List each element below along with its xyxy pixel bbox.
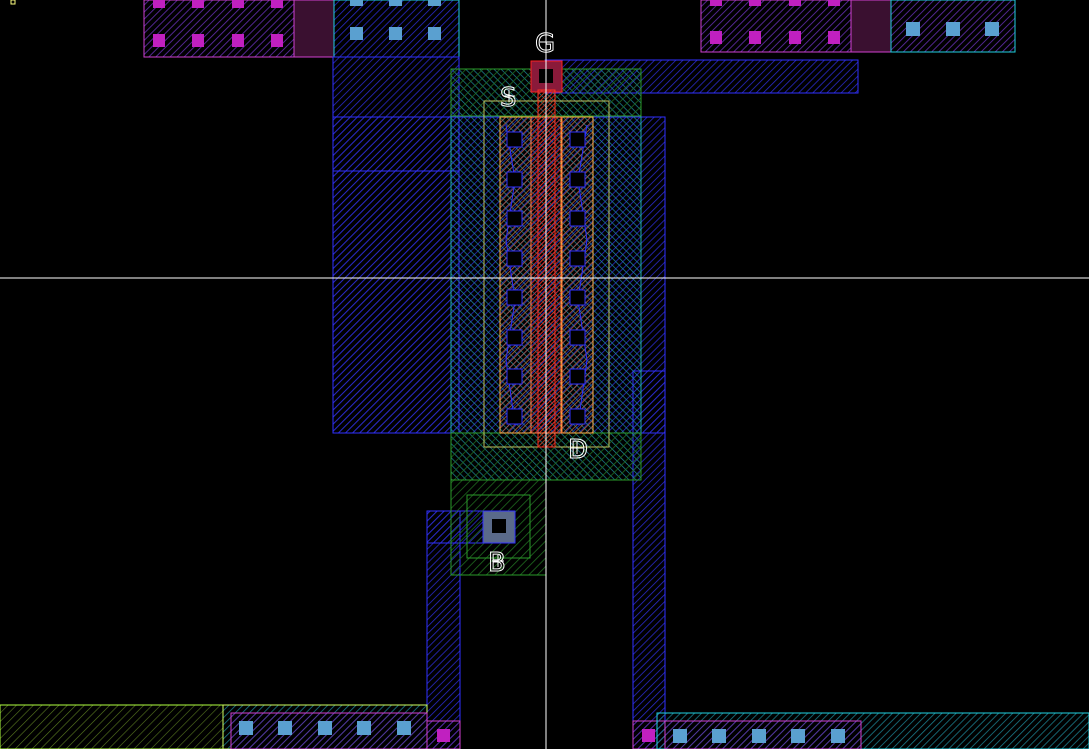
diffusion[interactable] [499, 116, 594, 434]
bulk-pin-label[interactable]: B [488, 548, 507, 579]
drain-pin-label[interactable]: D [568, 435, 589, 466]
bulk-tap[interactable] [466, 494, 531, 559]
top-left-vias [153, 0, 283, 47]
top-left-cell[interactable] [143, 0, 460, 58]
top-left-contacts [350, 0, 441, 40]
gate-pin-label[interactable]: G [535, 29, 556, 60]
top-right-contacts [906, 22, 999, 36]
bottom-left-cell[interactable] [0, 704, 461, 749]
pin-markers [492, 36, 583, 567]
bottom-right-contacts [673, 729, 845, 743]
corner-marker-icon [10, 0, 16, 5]
top-right-vias [710, 0, 840, 44]
bottom-left-contacts [239, 721, 411, 735]
drain-contacts [569, 131, 586, 425]
source-pin-label[interactable]: S [500, 83, 518, 114]
top-right-cell[interactable] [700, 0, 1016, 53]
bottom-right-cell[interactable] [632, 712, 1089, 749]
source-contacts [506, 131, 523, 425]
